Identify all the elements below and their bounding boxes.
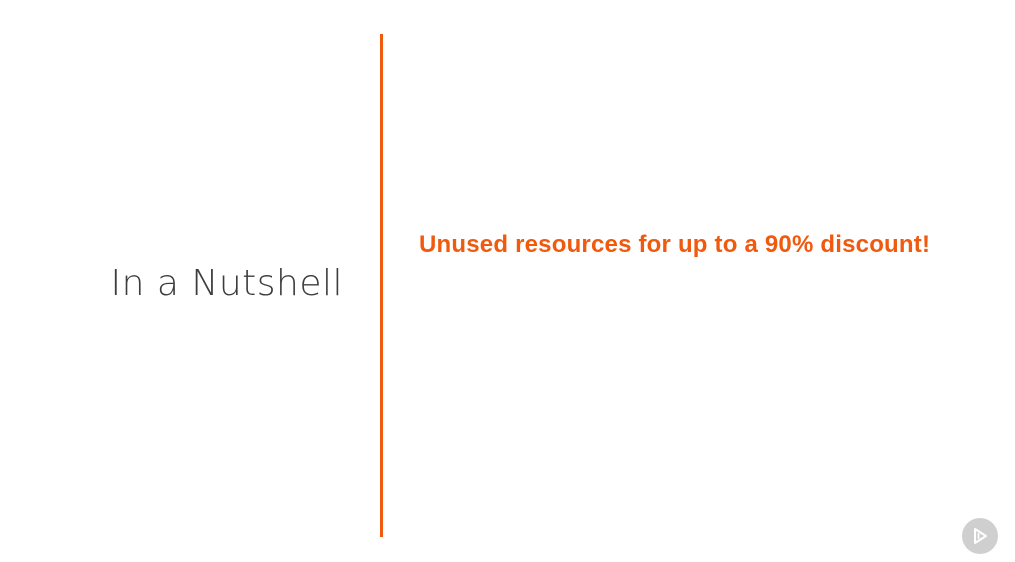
vertical-divider (380, 34, 383, 537)
play-logo-icon (962, 518, 998, 554)
play-logo-glyph (974, 528, 987, 544)
slide-title: In a Nutshell (110, 263, 343, 304)
highlight-text: Unused resources for up to a 90% discoun… (419, 231, 931, 258)
